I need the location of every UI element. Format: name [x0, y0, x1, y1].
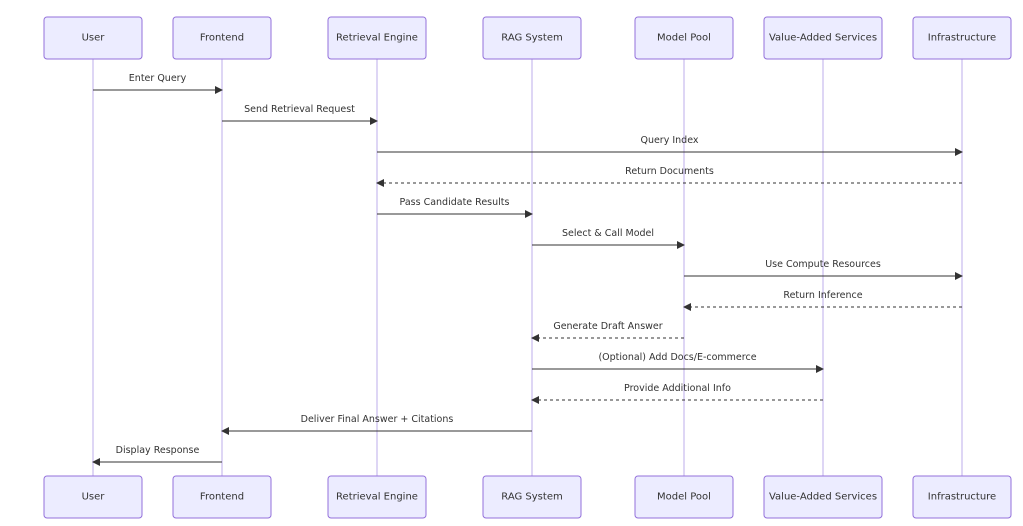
message-label: Deliver Final Answer + Citations [301, 414, 454, 425]
message-label: Use Compute Resources [765, 259, 881, 270]
message-label: Select & Call Model [562, 228, 654, 239]
actor-vas-top: Value-Added Services [763, 16, 883, 60]
actor-label: User [82, 492, 106, 503]
actor-label: Frontend [200, 33, 244, 44]
message-2: Send Retrieval Request [222, 104, 378, 125]
actor-retrieval-top: Retrieval Engine [327, 16, 427, 60]
actors-bottom: User Frontend Retrieval Engine RAG System Mo… [43, 475, 1012, 519]
actor-label: RAG System [501, 492, 562, 503]
message-label: Generate Draft Answer [553, 321, 662, 332]
actor-box [634, 16, 734, 60]
message-label: (Optional) Add Docs/E-commerce [598, 352, 756, 363]
actor-model-top: Model Pool [634, 16, 734, 60]
actor-label: Model Pool [657, 33, 711, 44]
message-11: Provide Additional Info [531, 383, 823, 404]
message-label: Return Documents [625, 166, 714, 177]
message-3: Query Index [377, 135, 963, 156]
actor-box [482, 475, 582, 519]
actor-rag-top: RAG System [482, 16, 582, 60]
actor-label: Value-Added Services [769, 33, 877, 44]
actor-box [763, 16, 883, 60]
actor-infra-top: Infrastructure [912, 16, 1012, 60]
actor-box [482, 16, 582, 60]
actor-retrieval-bottom: Retrieval Engine [327, 475, 427, 519]
actor-frontend-top: Frontend [172, 16, 272, 60]
lifelines [92, 59, 963, 476]
actor-box [172, 16, 272, 60]
actor-box [43, 475, 143, 519]
actor-frontend-bottom: Frontend [172, 475, 272, 519]
message-1: Enter Query [93, 73, 223, 94]
actor-label: Frontend [200, 492, 244, 503]
actor-label: Model Pool [657, 492, 711, 503]
message-8: Return Inference [683, 290, 962, 311]
message-label: Send Retrieval Request [244, 104, 355, 115]
message-12: Deliver Final Answer + Citations [221, 414, 532, 435]
message-10: (Optional) Add Docs/E-commerce [532, 352, 824, 373]
message-6: Select & Call Model [532, 228, 685, 249]
message-13: Display Response [92, 445, 222, 466]
actor-label: Value-Added Services [769, 492, 877, 503]
actor-label: Retrieval Engine [336, 492, 418, 503]
actor-box [912, 16, 1012, 60]
actor-box [763, 475, 883, 519]
actor-box [172, 475, 272, 519]
message-label: Enter Query [129, 73, 187, 84]
message-label: Return Inference [783, 290, 862, 301]
message-5: Pass Candidate Results [377, 197, 533, 218]
actor-infra-bottom: Infrastructure [912, 475, 1012, 519]
message-label: Query Index [640, 135, 698, 146]
actor-label: Retrieval Engine [336, 33, 418, 44]
actor-label: Infrastructure [928, 33, 996, 44]
actor-box [912, 475, 1012, 519]
message-label: Display Response [116, 445, 200, 456]
actor-user-top: User [43, 16, 143, 60]
actor-box [43, 16, 143, 60]
actor-label: User [82, 33, 106, 44]
actors-top: User Frontend Retrieval Engine RAG System Mo… [43, 16, 1012, 60]
actor-label: RAG System [501, 33, 562, 44]
message-label: Provide Additional Info [624, 383, 731, 394]
message-7: Use Compute Resources [684, 259, 963, 280]
message-4: Return Documents [376, 166, 962, 187]
actor-box [634, 475, 734, 519]
actor-label: Infrastructure [928, 492, 996, 503]
message-label: Pass Candidate Results [400, 197, 510, 208]
actor-box [327, 475, 427, 519]
actor-vas-bottom: Value-Added Services [763, 475, 883, 519]
actor-user-bottom: User [43, 475, 143, 519]
actor-model-bottom: Model Pool [634, 475, 734, 519]
actor-box [327, 16, 427, 60]
actor-rag-bottom: RAG System [482, 475, 582, 519]
message-9: Generate Draft Answer [531, 321, 684, 342]
